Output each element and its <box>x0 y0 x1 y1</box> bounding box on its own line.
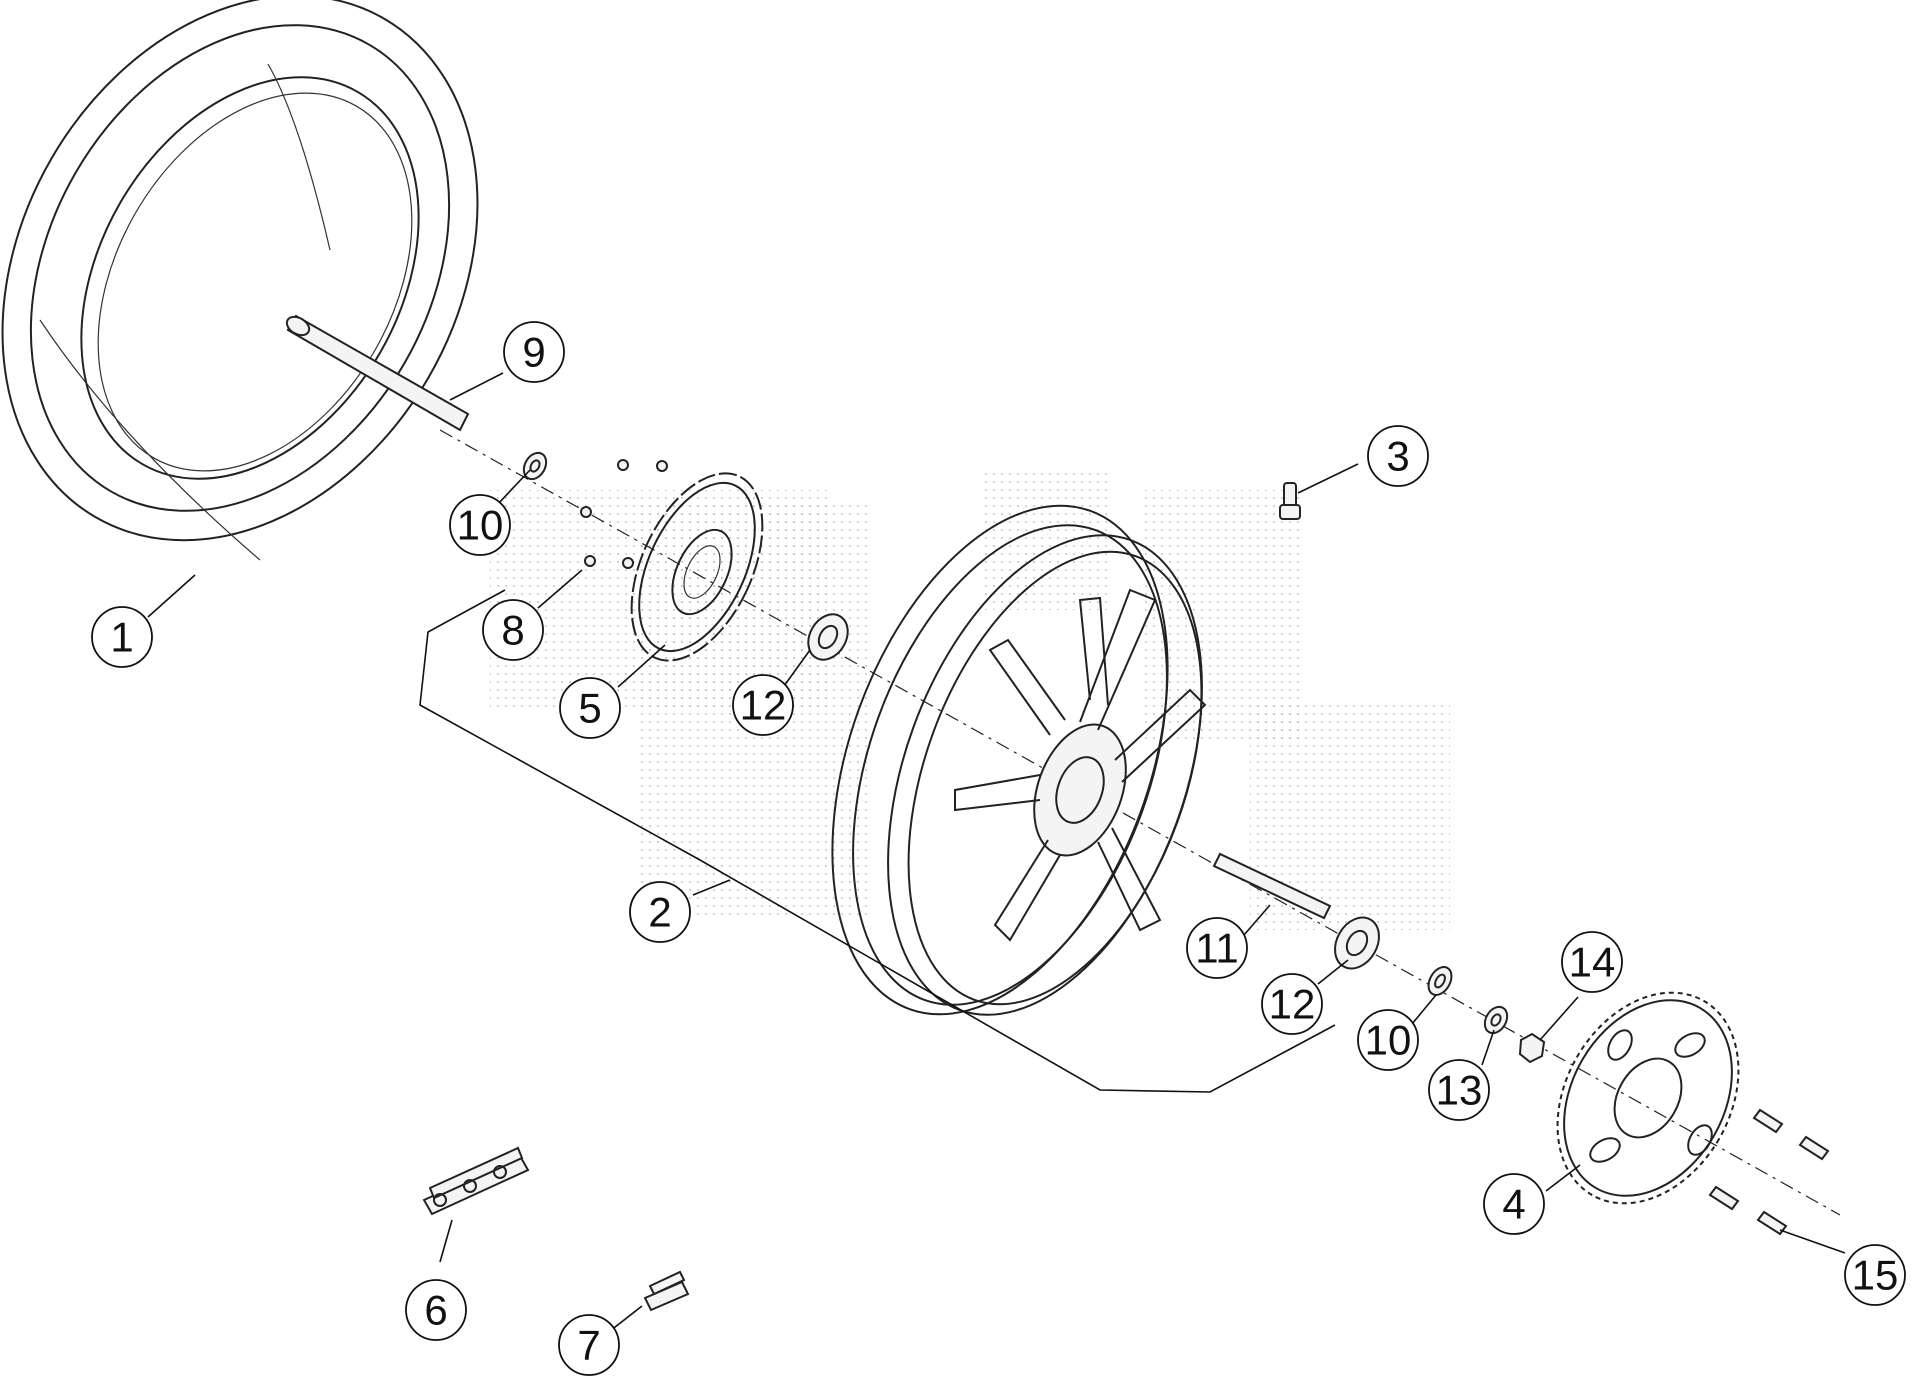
callout-13[interactable]: 13 <box>1428 1059 1490 1121</box>
sprocket <box>1556 991 1740 1205</box>
callout-8[interactable]: 8 <box>482 599 544 661</box>
callout-label: 9 <box>522 329 545 376</box>
callout-label: 4 <box>1502 1181 1525 1228</box>
callout-9[interactable]: 9 <box>503 321 565 383</box>
callout-label: 2 <box>648 889 671 936</box>
callout-label: 10 <box>1365 1017 1412 1064</box>
callout-label: 14 <box>1569 939 1616 986</box>
nut <box>1518 1032 1546 1064</box>
disc-screws <box>580 459 668 569</box>
assembly-axis <box>439 429 1841 1216</box>
valve <box>1279 482 1301 520</box>
callout-10-right[interactable]: 10 <box>1357 1009 1419 1071</box>
callout-label: 6 <box>424 1287 447 1334</box>
callout-label: 5 <box>578 685 601 732</box>
callout-12-left[interactable]: 12 <box>732 674 794 736</box>
callout-6[interactable]: 6 <box>405 1279 467 1341</box>
wheel-rim <box>831 504 1207 1016</box>
callout-label: 3 <box>1386 433 1409 480</box>
callout-12-right[interactable]: 12 <box>1261 973 1323 1035</box>
callout-7[interactable]: 7 <box>558 1314 620 1376</box>
sprocket-screws <box>1708 1108 1830 1236</box>
callout-5[interactable]: 5 <box>559 677 621 739</box>
callout-label: 13 <box>1436 1067 1483 1114</box>
washer-left <box>522 451 548 481</box>
bearing-left <box>807 613 849 661</box>
chain <box>422 1146 530 1216</box>
callout-label: 12 <box>740 682 787 729</box>
callout-label: 10 <box>457 502 504 549</box>
callout-4[interactable]: 4 <box>1483 1173 1545 1235</box>
wheel-axle <box>285 314 470 432</box>
washer <box>1483 1005 1509 1035</box>
callout-label: 7 <box>577 1322 600 1369</box>
callout-label: 12 <box>1269 981 1316 1028</box>
callout-11[interactable]: 11 <box>1186 917 1248 979</box>
leader-lines <box>147 372 1846 1332</box>
tire <box>1 0 479 561</box>
chain-link <box>643 1270 690 1312</box>
bearing-right <box>1334 916 1380 970</box>
spacer <box>1212 852 1332 920</box>
callout-label: 11 <box>1195 925 1239 972</box>
brake-disc <box>630 472 764 662</box>
callout-2[interactable]: 2 <box>629 881 691 943</box>
callout-1[interactable]: 1 <box>91 606 153 668</box>
watermark <box>490 470 1450 930</box>
callout-label: 1 <box>110 614 133 661</box>
callout-14[interactable]: 14 <box>1561 931 1623 993</box>
callout-label: 15 <box>1852 1252 1899 1299</box>
callout-3[interactable]: 3 <box>1367 425 1429 487</box>
callout-label: 8 <box>501 607 524 654</box>
callout-15[interactable]: 15 <box>1844 1244 1906 1306</box>
callout-10-left[interactable]: 10 <box>449 494 511 556</box>
washer-right <box>1427 966 1453 996</box>
